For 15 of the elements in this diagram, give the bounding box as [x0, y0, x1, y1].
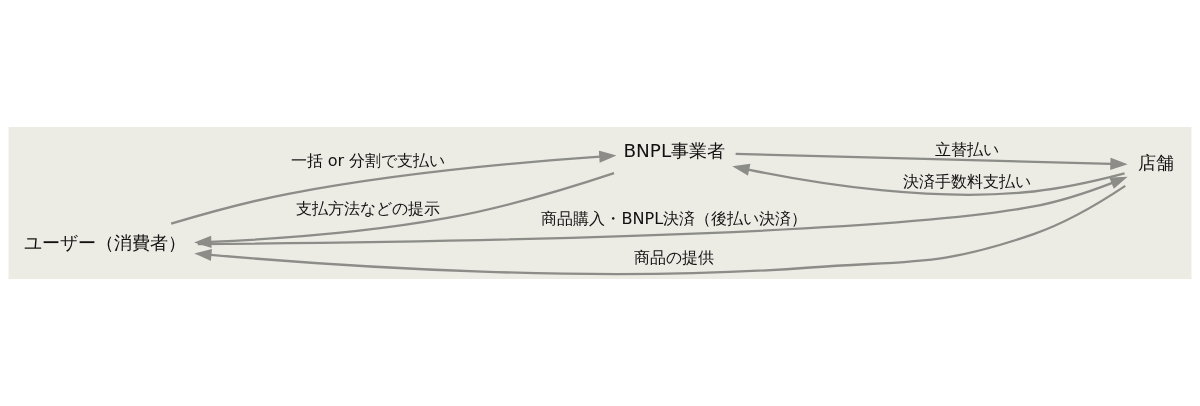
node-text: 店舗	[1137, 152, 1174, 174]
arrow	[170, 150, 617, 225]
arrow	[194, 184, 1126, 276]
node-text: ユーザー（消費者）	[24, 231, 187, 253]
edge-label: 支払方法などの提示	[295, 198, 440, 218]
edge-label: 商品購入・BNPL決済（後払い決済）	[541, 208, 808, 228]
edge-label: 商品の提供	[634, 248, 715, 268]
edge-label: 立替払い	[935, 139, 1000, 159]
edge-label: 一括 or 分割で支払い	[290, 151, 446, 171]
edge-label: 決済手数料支払い	[903, 172, 1032, 192]
node-text: BNPL事業者	[623, 139, 726, 161]
arrow	[735, 152, 1128, 170]
arrow	[197, 176, 1128, 246]
arrow	[194, 172, 615, 248]
arrow	[732, 163, 1125, 196]
